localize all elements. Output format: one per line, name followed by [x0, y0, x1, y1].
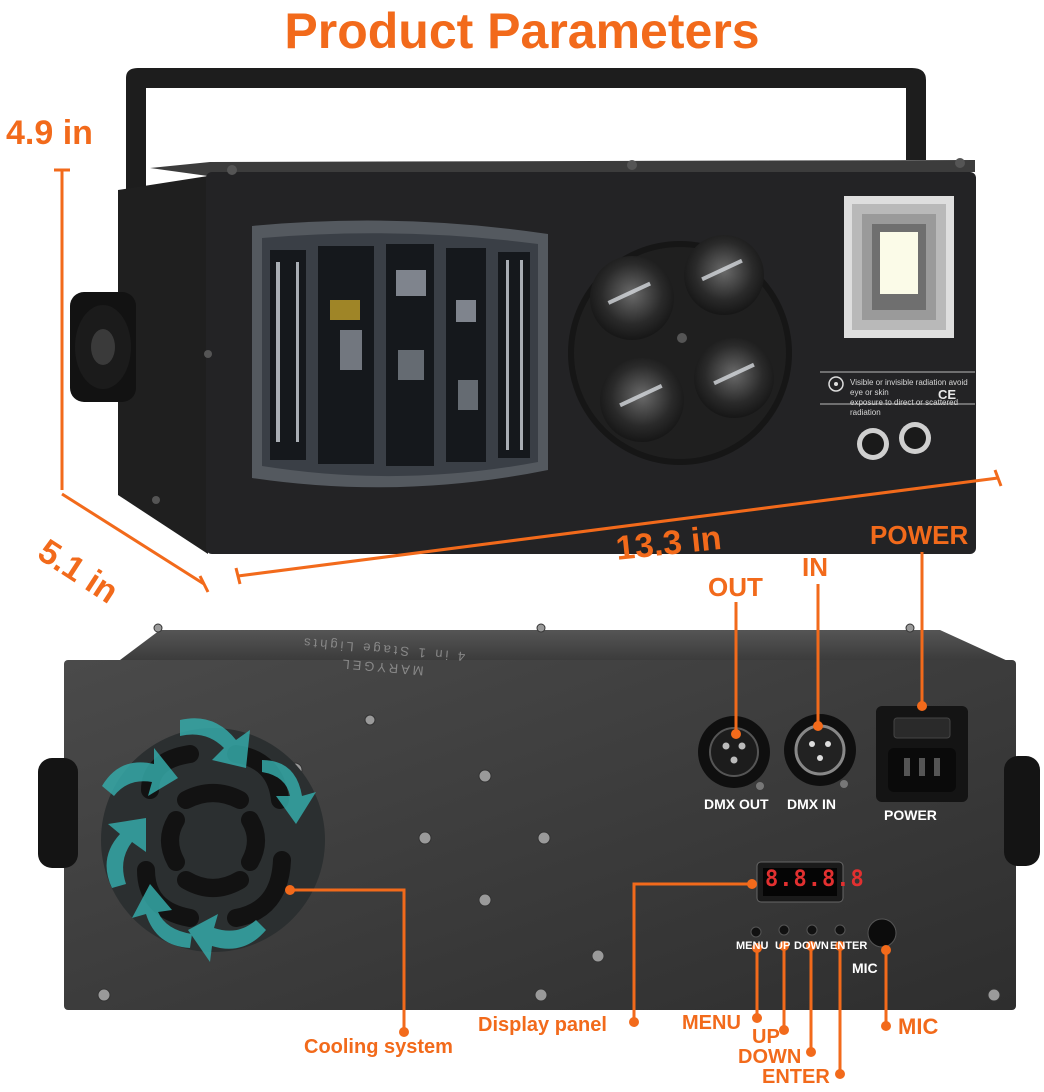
- right-knob[interactable]: [1004, 756, 1040, 866]
- dmx-out-label: DMX OUT: [704, 796, 769, 812]
- menu-button-label: MENU: [736, 940, 769, 952]
- dimension-lines: [54, 168, 1003, 593]
- height-dimension: 4.9 in: [6, 114, 93, 152]
- laser-warning-icon: [828, 376, 844, 392]
- up-button[interactable]: [778, 924, 790, 936]
- left-knob[interactable]: [38, 758, 78, 868]
- power-socket[interactable]: [876, 706, 968, 802]
- menu-button[interactable]: [750, 926, 762, 938]
- enter-button-label: ENTER: [830, 940, 868, 952]
- enter-button[interactable]: [834, 924, 846, 936]
- callout-down: DOWN: [738, 1046, 802, 1068]
- callout-dots: [285, 701, 927, 1079]
- warning-line-1: Visible or invisible radiation avoid eye…: [850, 378, 968, 397]
- front-sockets: [857, 422, 931, 460]
- power-label: POWER: [884, 807, 937, 823]
- callout-in: IN: [802, 552, 828, 582]
- cooling-fan: [101, 718, 325, 962]
- callout-lines: [290, 552, 924, 1074]
- callout-enter: ENTER: [762, 1066, 830, 1088]
- led-display: 8.8.8.8: [765, 867, 865, 892]
- down-button-label: DOWN: [794, 940, 829, 952]
- front-unit: [70, 68, 976, 554]
- carry-handle: [126, 68, 926, 190]
- side-panel: [118, 176, 208, 554]
- dmx-out-connector[interactable]: [698, 716, 770, 790]
- strobe-led: [844, 196, 954, 338]
- down-button[interactable]: [806, 924, 818, 936]
- mic-sensor: [867, 918, 897, 948]
- warning-line-2: exposure to direct or scattered radiatio…: [850, 398, 959, 417]
- callout-out: OUT: [708, 572, 763, 602]
- warning-text: Visible or invisible radiation avoid eye…: [850, 378, 976, 418]
- dmx-in-connector[interactable]: [784, 714, 856, 788]
- up-button-label: UP: [775, 940, 791, 952]
- tilt-knob[interactable]: [70, 292, 136, 402]
- rear-top: [120, 630, 1010, 662]
- rear-unit: [38, 623, 1040, 1010]
- control-buttons: [750, 924, 846, 938]
- quad-lens-module: [568, 235, 792, 465]
- ce-mark: CE: [938, 387, 957, 402]
- dmx-in-label: DMX IN: [787, 796, 836, 812]
- callout-cooling: Cooling system: [304, 1036, 453, 1058]
- callout-menu: MENU: [682, 1012, 741, 1034]
- page-title: Product Parameters: [284, 3, 760, 59]
- airflow-arrows-icon: [102, 718, 316, 962]
- callout-mic: MIC: [898, 1014, 939, 1039]
- callout-display: Display panel: [478, 1014, 607, 1036]
- mic-panel-label: MIC: [852, 960, 878, 976]
- callout-up: UP: [752, 1026, 780, 1048]
- display-panel: [756, 861, 844, 903]
- callout-power: POWER: [870, 520, 969, 550]
- derby-dome-lens: [252, 220, 548, 488]
